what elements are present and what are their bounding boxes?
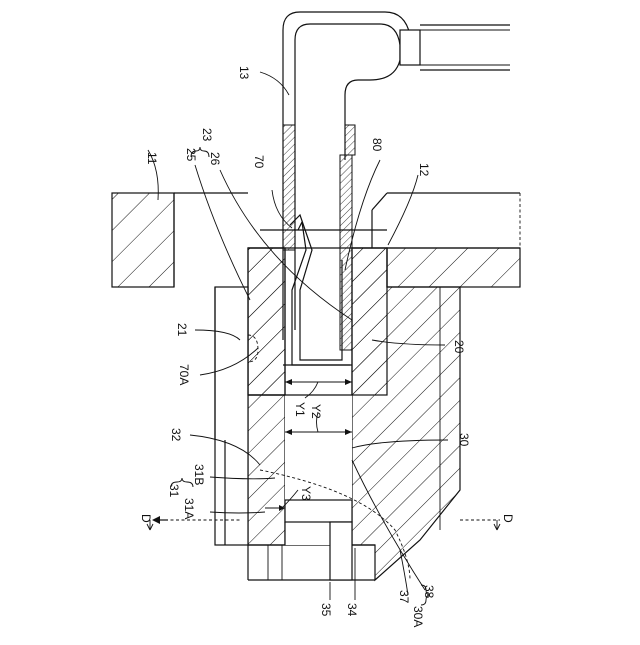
- label-30: 30: [457, 433, 471, 447]
- label-70: 70: [252, 155, 266, 169]
- inner-cavity: [285, 395, 352, 580]
- label-31b: 31B: [192, 464, 206, 485]
- label-35: 35: [319, 603, 333, 617]
- label-31a: 31A: [182, 498, 196, 519]
- label-d-right: D: [501, 514, 515, 523]
- label-34: 34: [345, 603, 359, 617]
- label-d-left: D: [139, 514, 153, 523]
- leader-13: [260, 72, 289, 95]
- label-13: 13: [237, 66, 251, 80]
- label-20: 20: [452, 340, 466, 354]
- label-11: 11: [145, 152, 159, 165]
- label-37: 37: [397, 590, 411, 604]
- label-70a: 70A: [177, 364, 191, 385]
- label-38: 38: [422, 585, 436, 599]
- label-21: 21: [175, 323, 189, 337]
- leader-25: [195, 165, 250, 300]
- panel-11: [112, 193, 248, 287]
- label-80: 80: [370, 138, 384, 152]
- label-12: 12: [417, 163, 431, 177]
- label-y1: Y1: [293, 402, 307, 417]
- label-30a: 30A: [411, 606, 425, 627]
- label-y3: Y3: [299, 486, 313, 501]
- label-25: 25: [184, 148, 198, 162]
- label-31: 31: [167, 484, 181, 498]
- label-26: 26: [208, 152, 222, 166]
- label-y2: Y2: [309, 404, 323, 419]
- label-23: 23: [200, 128, 214, 142]
- label-32: 32: [169, 428, 183, 442]
- cable-connector: [400, 25, 510, 70]
